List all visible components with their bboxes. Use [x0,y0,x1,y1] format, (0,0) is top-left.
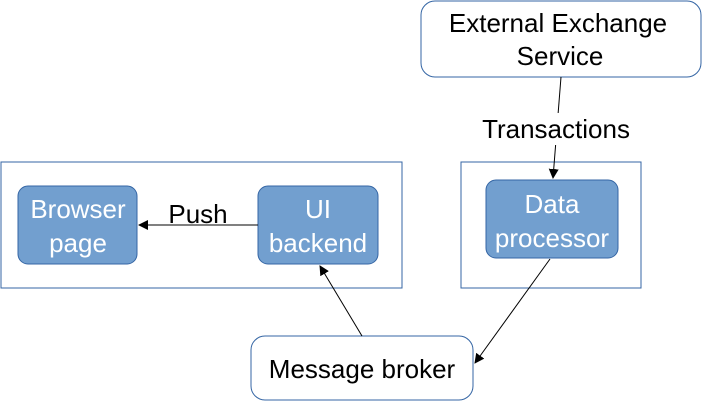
data-processor-node: Data processor [485,179,619,259]
ui-backend-node: UI backend [257,185,379,265]
transactions-label: Transactions [482,114,630,144]
external-exchange-service-label-line2: Service [517,41,604,71]
transactions-label-bg [470,113,642,145]
message-broker-node: Message broker [250,335,474,401]
broker-to-ui-backend-arrow [319,265,363,337]
message-broker-label: Message broker [269,354,456,384]
data-processor-box [485,179,619,259]
browser-page-node: Browser page [17,185,138,265]
ui-backend-label-line2: backend [269,228,367,258]
data-processor-label-line2: processor [495,223,609,253]
browser-page-label-line2: page [49,228,107,258]
ui-backend-label-line1: UI [305,194,331,224]
external-exchange-service-label-line1: External Exchange [449,8,667,38]
push-label: Push [168,199,227,229]
data-processor-label-line1: Data [525,189,580,219]
data-processor-to-broker-arrow [474,258,551,364]
browser-page-box [17,185,138,265]
external-exchange-service-node: External Exchange Service [420,0,702,78]
push-label-bg [162,199,234,223]
browser-page-label-line1: Browser [30,194,126,224]
